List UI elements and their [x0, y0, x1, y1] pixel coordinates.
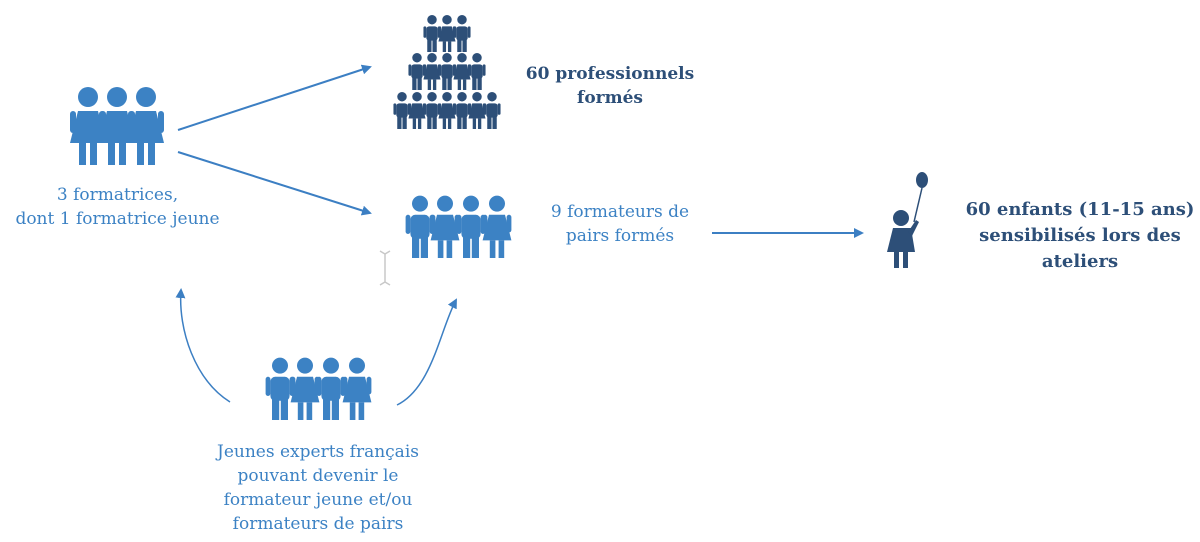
- arrow-experts-to-peer-trainers: [396, 298, 457, 406]
- four-people-icon: [405, 195, 512, 258]
- trainers-label: 3 formatrices, dont 1 formatrice jeune: [15, 185, 220, 229]
- text-cursor-icon: [379, 250, 391, 286]
- children-label: 60 enfants (11-15 ans) sensibilisés lors…: [965, 199, 1195, 272]
- arrow-to-professionals: [177, 64, 372, 131]
- arrow-experts-to-trainers: [175, 288, 231, 403]
- arrow-to-peer-trainers: [177, 151, 372, 216]
- crowd-pyramid-icon: [393, 14, 501, 129]
- experts-label: Jeunes experts français pouvant devenir …: [217, 442, 419, 534]
- child-with-balloon-icon: [887, 172, 928, 268]
- professionals-label: 60 professionnels formés: [525, 64, 695, 108]
- experts-four-people-icon: [265, 357, 372, 420]
- peer-trainers-label: 9 formateurs de pairs formés: [550, 202, 690, 246]
- three-women-icon: [70, 87, 164, 165]
